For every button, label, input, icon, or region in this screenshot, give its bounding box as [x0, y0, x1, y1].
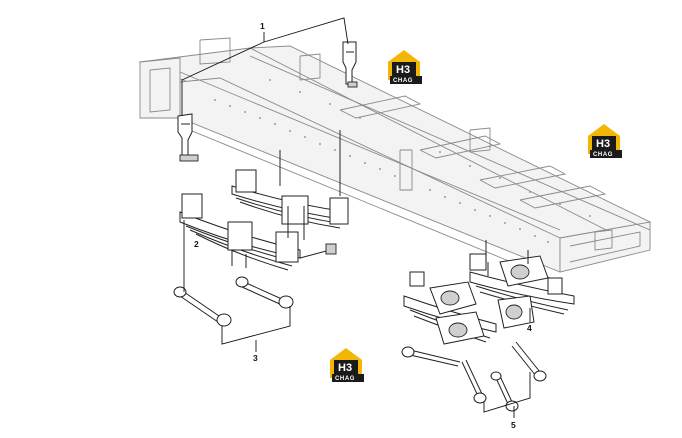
callout-2: 2 [194, 239, 199, 249]
rear-torque-rods [401, 341, 547, 412]
svg-text:H3: H3 [338, 362, 352, 374]
chassis-frame [138, 37, 652, 283]
watermark-logo-1: H3 CHAG [388, 50, 422, 84]
svg-text:CHAG: CHAG [335, 376, 355, 382]
front-hanger-brackets [177, 41, 358, 162]
callout-4: 4 [527, 323, 532, 333]
svg-text:H3: H3 [596, 138, 610, 150]
callout-3: 3 [253, 353, 258, 363]
svg-text:CHAG: CHAG [593, 152, 613, 158]
svg-text:H3: H3 [396, 64, 410, 76]
leader-lines [181, 17, 531, 418]
rear-bogie-assembly [403, 250, 575, 345]
callout-1: 1 [260, 21, 265, 31]
svg-text:CHAG: CHAG [393, 78, 413, 84]
watermark-logo-2: H3 CHAG [588, 124, 622, 158]
callout-5: 5 [511, 420, 516, 430]
front-torque-rods [173, 276, 294, 327]
front-leaf-springs [179, 169, 349, 271]
watermark-logo-3: H3 CHAG [330, 348, 364, 382]
